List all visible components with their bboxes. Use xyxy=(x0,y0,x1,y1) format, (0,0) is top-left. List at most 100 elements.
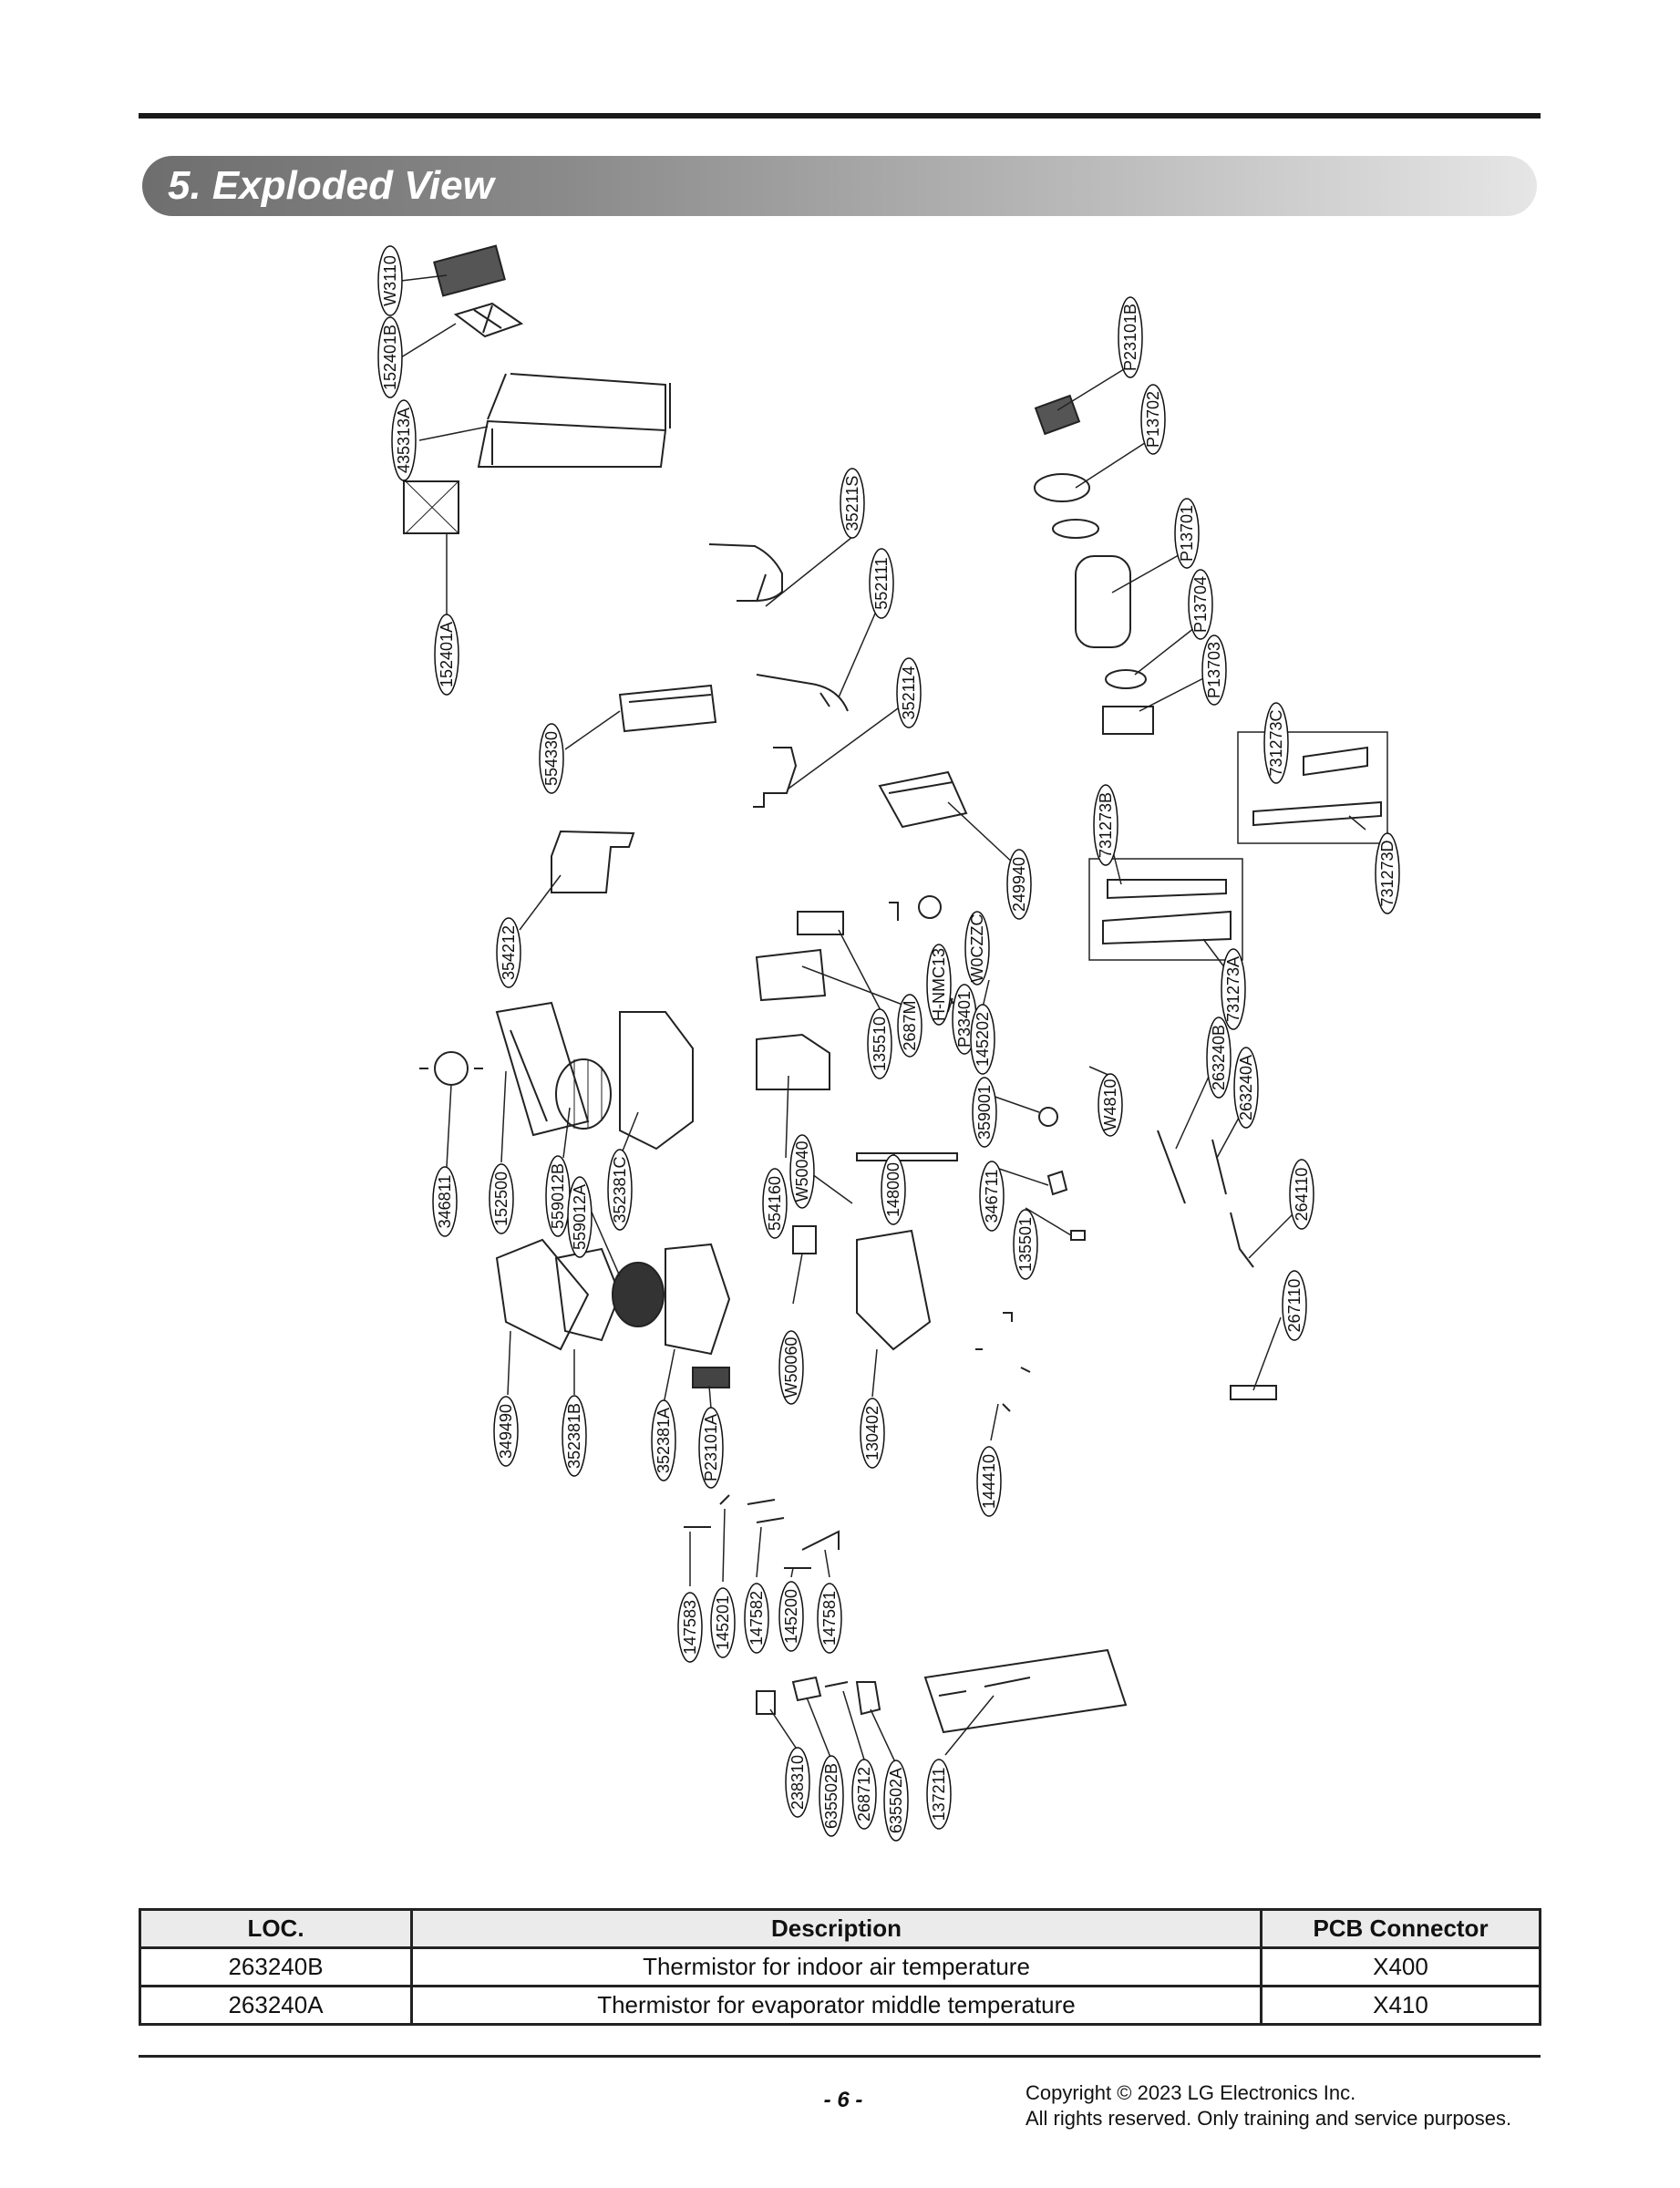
callout-p13701: P13701 xyxy=(1174,498,1200,569)
callout-249940: 249940 xyxy=(1006,849,1032,920)
svg-text:263240A: 263240A xyxy=(1237,1055,1255,1120)
part-pipe-35211s xyxy=(708,543,783,603)
svg-text:130402: 130402 xyxy=(863,1406,881,1460)
pcb-connector-table: LOC. Description PCB Connector 263240B T… xyxy=(139,1908,1541,2026)
callout-130402: 130402 xyxy=(860,1398,885,1469)
callout-264110: 264110 xyxy=(1289,1159,1314,1230)
callout-w0czzc: W0CZZC xyxy=(964,911,990,986)
callout-731273a: 731273A xyxy=(1221,948,1246,1030)
part-small-parts-635502 xyxy=(756,1676,881,1716)
part-louver-731273b xyxy=(1102,879,1232,945)
svg-text:152500: 152500 xyxy=(492,1171,510,1226)
callout-152500: 152500 xyxy=(489,1163,514,1234)
svg-text:148000: 148000 xyxy=(884,1162,902,1217)
svg-text:2687M: 2687M xyxy=(901,1000,919,1050)
svg-text:137211: 137211 xyxy=(930,1768,948,1822)
part-front-panel-137211 xyxy=(923,1648,1128,1734)
callout-147581: 147581 xyxy=(817,1583,842,1654)
part-clip-h-nmc13 xyxy=(889,902,899,921)
svg-text:731273C: 731273C xyxy=(1267,709,1285,776)
svg-text:635502B: 635502B xyxy=(822,1763,840,1829)
cell-loc: 263240B xyxy=(139,1946,413,1987)
part-motor-346811 xyxy=(434,1051,469,1086)
svg-text:267110: 267110 xyxy=(1285,1279,1304,1333)
callout-p23101b: P23101B xyxy=(1118,296,1143,378)
callout-552111: 552111 xyxy=(869,548,894,619)
part-motor-554160 xyxy=(756,1033,830,1090)
cell-pcb-connector: X410 xyxy=(1260,1985,1541,2026)
exploded-view-diagram: W3110 152401B 435313A 152401A 554330 354… xyxy=(377,244,1400,1842)
svg-text:W50040: W50040 xyxy=(793,1140,811,1202)
svg-text:P23101B: P23101B xyxy=(1121,304,1139,371)
svg-text:147583: 147583 xyxy=(681,1600,699,1655)
callout-35211s: 35211S xyxy=(840,468,865,539)
callout-148000: 148000 xyxy=(881,1154,906,1225)
part-filter-152401a xyxy=(403,480,459,534)
svg-text:354212: 354212 xyxy=(500,925,518,980)
svg-text:435313A: 435313A xyxy=(395,408,413,473)
svg-text:135501: 135501 xyxy=(1016,1217,1035,1272)
part-pipe-352114 xyxy=(753,747,798,808)
svg-text:P23101A: P23101A xyxy=(702,1414,720,1481)
callout-p13704: P13704 xyxy=(1188,569,1213,640)
part-clip-135501 xyxy=(1070,1230,1086,1241)
part-ring-p13702 xyxy=(1034,473,1090,502)
copyright-line-1: Copyright © 2023 LG Electronics Inc. xyxy=(1026,2081,1356,2104)
svg-text:152401A: 152401A xyxy=(438,622,456,687)
svg-text:249940: 249940 xyxy=(1010,857,1028,912)
cell-description: Thermistor for indoor air temperature xyxy=(410,1946,1263,1987)
callout-554160: 554160 xyxy=(762,1168,788,1239)
callout-352381b: 352381B xyxy=(562,1395,587,1477)
svg-text:731273B: 731273B xyxy=(1097,792,1115,858)
svg-text:559012B: 559012B xyxy=(549,1163,567,1229)
part-drawings xyxy=(403,244,1388,1734)
top-rule xyxy=(139,113,1541,119)
callout-731273c: 731273C xyxy=(1263,702,1289,784)
callout-152401a: 152401A xyxy=(434,614,459,696)
column-header-pcb-connector: PCB Connector xyxy=(1260,1908,1541,1949)
svg-text:135510: 135510 xyxy=(871,1017,889,1071)
callout-h-nmc13: H-NMC13 xyxy=(926,944,952,1026)
column-header-loc: LOC. xyxy=(139,1908,413,1949)
svg-text:263240B: 263240B xyxy=(1210,1025,1228,1090)
svg-text:346811: 346811 xyxy=(436,1175,454,1229)
callout-559012b: 559012B xyxy=(545,1155,571,1237)
part-duct-p13704 xyxy=(1075,555,1131,648)
svg-text:731273D: 731273D xyxy=(1378,840,1397,906)
part-callouts: W3110 152401B 435313A 152401A 554330 354… xyxy=(377,245,1400,1842)
cell-description: Thermistor for evaporator middle tempera… xyxy=(410,1985,1263,2026)
svg-text:W4810: W4810 xyxy=(1101,1079,1119,1130)
part-bracket-349490 xyxy=(495,1238,590,1351)
part-wire-264110 xyxy=(1230,1212,1254,1268)
callout-144410: 144410 xyxy=(976,1446,1002,1517)
callout-731273d: 731273D xyxy=(1375,832,1400,914)
svg-text:559012A: 559012A xyxy=(571,1184,589,1250)
callout-152401b: 152401B xyxy=(377,316,403,398)
part-scroll-352381b xyxy=(554,1247,622,1342)
callout-p23101a: P23101A xyxy=(698,1407,724,1489)
svg-text:P13703: P13703 xyxy=(1205,642,1223,698)
part-blower-559012a xyxy=(612,1262,665,1327)
svg-text:352114: 352114 xyxy=(900,666,918,720)
svg-text:352381C: 352381C xyxy=(611,1156,629,1223)
callout-135501: 135501 xyxy=(1013,1209,1038,1280)
part-drain-354212 xyxy=(551,830,635,893)
callout-346711: 346711 xyxy=(979,1161,1005,1232)
callout-359001: 359001 xyxy=(972,1077,997,1148)
callout-w50060: W50060 xyxy=(778,1330,804,1405)
copyright-notice: Copyright © 2023 LG Electronics Inc. All… xyxy=(1026,2080,1511,2131)
svg-text:352381A: 352381A xyxy=(654,1408,673,1473)
svg-text:264110: 264110 xyxy=(1293,1168,1311,1222)
callout-145200: 145200 xyxy=(778,1581,804,1652)
part-blower-559012b xyxy=(555,1058,612,1130)
part-mesh-p23101b xyxy=(1034,394,1081,436)
part-housing-435313a xyxy=(477,373,671,468)
callout-w3110: W3110 xyxy=(377,245,403,316)
callout-352381c: 352381C xyxy=(607,1149,633,1231)
part-bar-148000 xyxy=(856,1152,958,1161)
column-header-description: Description xyxy=(410,1908,1263,1949)
svg-text:152401B: 152401B xyxy=(381,325,399,390)
callout-147583: 147583 xyxy=(677,1592,703,1663)
svg-text:349490: 349490 xyxy=(497,1404,515,1459)
callout-145202: 145202 xyxy=(970,1004,995,1075)
